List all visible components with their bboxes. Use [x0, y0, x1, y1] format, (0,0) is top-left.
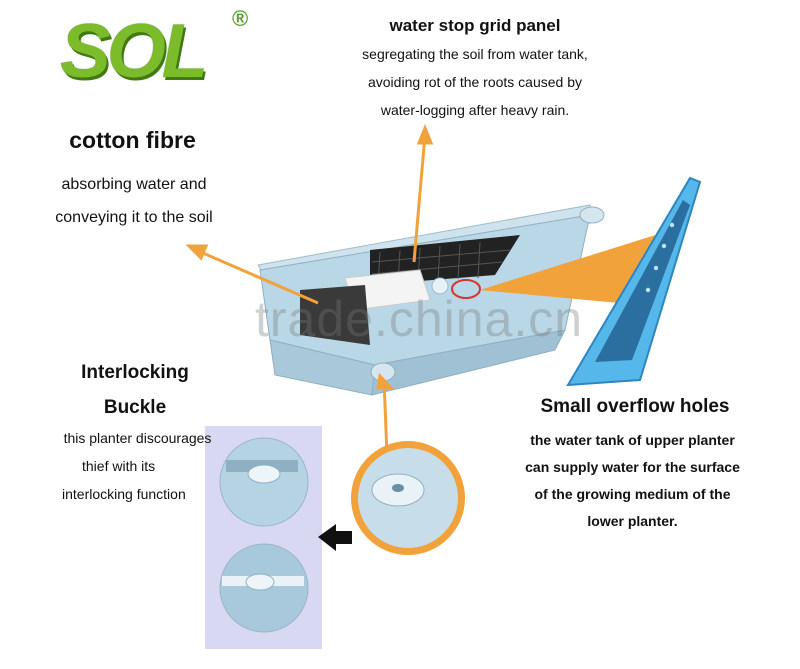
buckle-title-line-2: Buckle — [103, 397, 167, 418]
water-tank-shadow — [300, 285, 370, 345]
buckle-photo-top-knob — [247, 464, 281, 484]
black-left-arrow — [318, 524, 352, 551]
buckle-line-1: this planter discourages — [63, 430, 212, 446]
cotton-fibre-arrowhead — [185, 244, 209, 261]
corner-lug-right — [579, 206, 605, 224]
buckle-zoom-hole — [392, 484, 404, 492]
overflow-title: Small overflow holes — [540, 396, 730, 417]
cotton-line-2: conveying it to the soil — [55, 209, 213, 226]
overflow-callout-wedge — [480, 232, 665, 305]
grid-line-1: segregating the soil from water tank, — [362, 46, 588, 62]
cotton-fibre-arrow — [195, 248, 319, 305]
buckle-title: Interlocking Buckle — [55, 355, 215, 425]
sol-logo: SOL — [60, 9, 208, 94]
overflow-line-3: of the growing medium of the — [534, 486, 731, 502]
callout-arrows — [185, 123, 434, 456]
buckle-description: this planter discourages thief with its … — [40, 424, 235, 508]
grid-panel-description: segregating the soil from water tank, av… — [325, 40, 625, 124]
cotton-fibre-title: cotton fibre — [69, 127, 196, 153]
grid-panel-arrowhead — [416, 123, 434, 145]
overflow-line-1: the water tank of upper planter — [530, 432, 735, 448]
buckle-photo-bottom-knob — [245, 573, 275, 591]
grid-panel-arrow — [412, 134, 427, 263]
cotton-fibre-description: absorbing water and conveying it to the … — [20, 168, 248, 234]
overflow-description: the water tank of upper planter can supp… — [495, 427, 770, 535]
buckle-arrow — [382, 379, 389, 456]
overflow-hole-marker — [451, 279, 481, 299]
planter-side-face — [371, 329, 566, 396]
registered-mark: ® — [232, 6, 249, 31]
buckle-title-line-1: Interlocking — [81, 362, 189, 383]
overflow-hole — [431, 277, 449, 295]
overflow-line-4: lower planter. — [587, 513, 678, 529]
grid-line-3: water-logging after heavy rain. — [380, 102, 570, 118]
overflow-zoom-groove — [595, 200, 690, 362]
cotton-line-1: absorbing water and — [61, 176, 207, 193]
overflow-zoom-holes — [645, 222, 675, 293]
overflow-line-2: can supply water for the surface — [525, 459, 740, 475]
watermark: trade.china.cn — [255, 291, 584, 347]
grid-panel-title: water stop grid panel — [389, 16, 561, 35]
buckle-line-3: interlocking function — [62, 486, 186, 502]
buckle-line-2: thief with its — [82, 458, 156, 474]
grid-line-2: avoiding rot of the roots caused by — [367, 74, 583, 90]
buckle-arrowhead — [376, 372, 395, 390]
